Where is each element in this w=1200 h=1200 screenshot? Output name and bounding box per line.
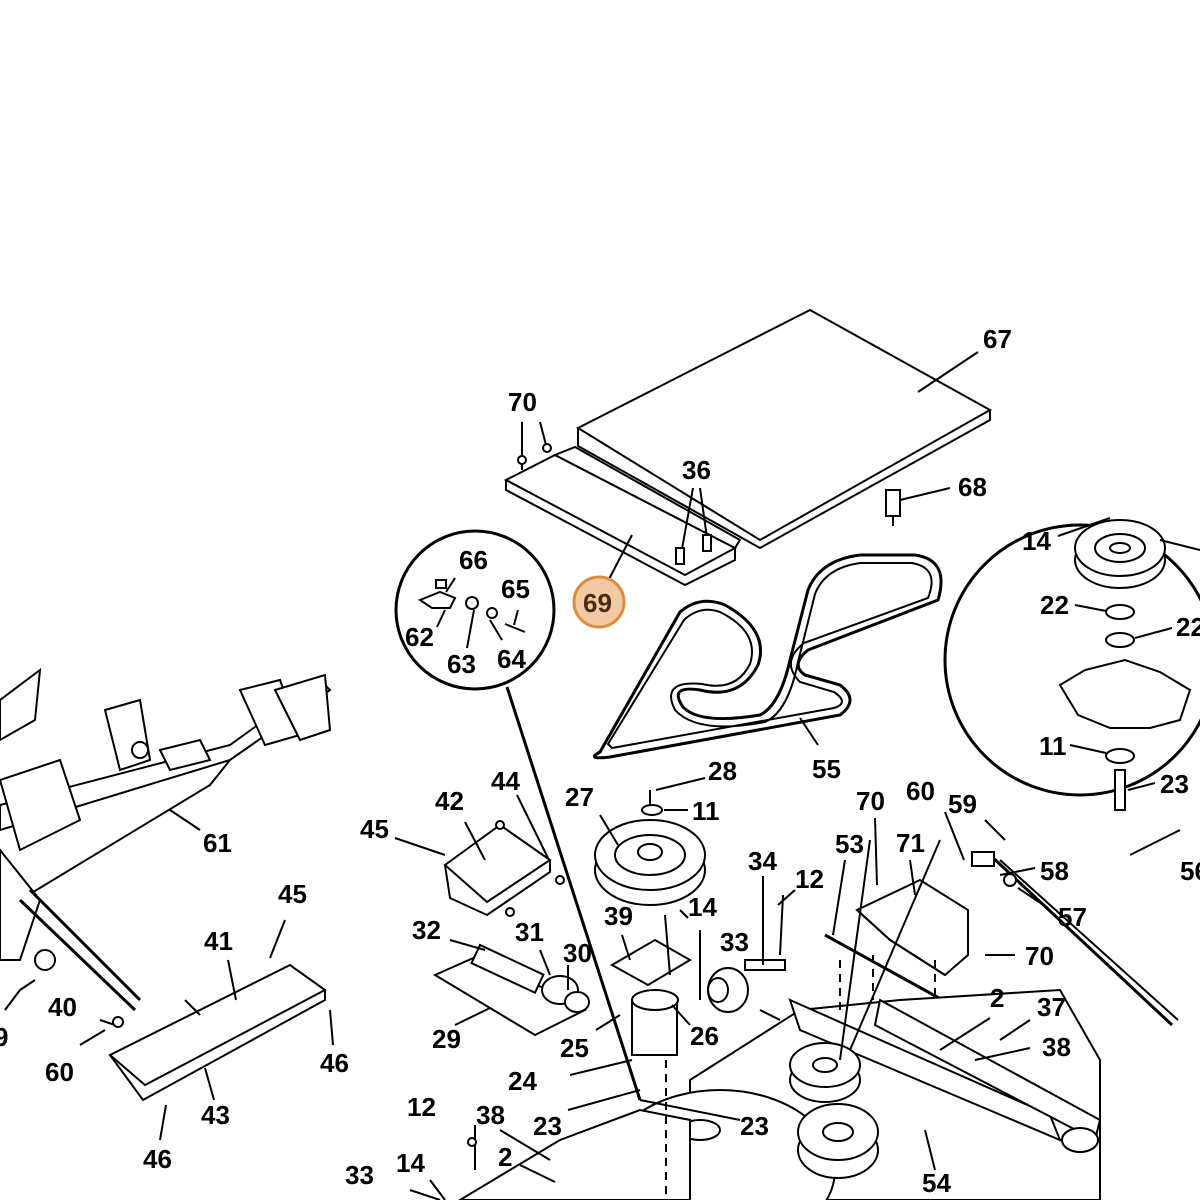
label-38: 38 — [476, 1100, 505, 1130]
label-14: 14 — [688, 892, 717, 922]
label-30: 30 — [563, 938, 592, 968]
label-56: 56 — [1180, 856, 1200, 886]
label-64: 64 — [497, 644, 526, 674]
label-39: 39 — [604, 901, 633, 931]
label-2: 2 — [990, 983, 1004, 1013]
label-34: 34 — [748, 846, 777, 876]
label-40: 40 — [48, 992, 77, 1022]
label-59: 59 — [948, 789, 977, 819]
label-29: 29 — [432, 1024, 461, 1054]
label-57: 57 — [1058, 902, 1087, 932]
label-45: 45 — [278, 879, 307, 909]
label-54: 54 — [922, 1168, 951, 1198]
idler-pulley-detail[interactable] — [1074, 519, 1166, 589]
label-23: 23 — [533, 1111, 562, 1141]
label-66: 66 — [459, 545, 488, 575]
idler-wheel-33[interactable] — [707, 959, 786, 1013]
label-22: 22 — [1040, 590, 1069, 620]
label-14: 14 — [396, 1148, 425, 1178]
label-60: 60 — [906, 776, 935, 806]
label-12: 12 — [407, 1092, 436, 1122]
label-68: 68 — [958, 472, 987, 502]
label-32: 32 — [412, 915, 441, 945]
label-71: 71 — [896, 828, 925, 858]
label-63: 63 — [447, 649, 476, 679]
label-70: 70 — [856, 786, 885, 816]
label-33: 33 — [345, 1160, 374, 1190]
label-45: 45 — [360, 814, 389, 844]
label-11: 11 — [692, 796, 720, 826]
label-2: 2 — [498, 1142, 512, 1172]
label-28: 28 — [708, 756, 737, 786]
detail-circle-latch — [394, 529, 556, 691]
plate-69[interactable] — [503, 445, 742, 587]
label-41: 41 — [204, 926, 233, 956]
label-26: 26 — [690, 1021, 719, 1051]
scraper-plate-41[interactable] — [108, 963, 327, 1102]
label-23: 23 — [740, 1111, 769, 1141]
label-36: 36 — [682, 455, 711, 485]
label-61: 61 — [203, 828, 232, 858]
label-46: 46 — [143, 1144, 172, 1174]
label-24: 24 — [508, 1066, 537, 1096]
label-65: 65 — [501, 574, 530, 604]
label-12: 12 — [795, 864, 824, 894]
highlight-marker-69[interactable]: 69 — [572, 575, 626, 629]
spindle-housing[interactable] — [609, 938, 692, 1056]
label-23: 23 — [1160, 769, 1189, 799]
mower-deck[interactable] — [458, 988, 1102, 1200]
belt-shield-71[interactable] — [855, 878, 969, 977]
label-31: 31 — [515, 917, 544, 947]
label-27: 27 — [565, 782, 594, 812]
label-37: 37 — [1037, 992, 1066, 1022]
label-25: 25 — [560, 1033, 589, 1063]
label-70: 70 — [1025, 941, 1054, 971]
label-33: 33 — [720, 927, 749, 957]
label-60: 60 — [45, 1057, 74, 1087]
pulley-27[interactable] — [594, 819, 706, 906]
label-42: 42 — [435, 786, 464, 816]
label-44: 44 — [491, 766, 520, 796]
cover-plate-67[interactable] — [575, 308, 993, 550]
label-70: 70 — [508, 387, 537, 417]
label-69: 69 — [583, 588, 612, 618]
label-46: 46 — [320, 1048, 349, 1078]
label-22: 22 — [1176, 612, 1200, 642]
label-58: 58 — [1040, 856, 1069, 886]
frame-61[interactable] — [0, 667, 332, 1012]
detail-circle-idler-pulley — [943, 523, 1200, 797]
scraper-plate-42[interactable] — [443, 823, 552, 917]
label-62: 62 — [405, 622, 434, 652]
label-55: 55 — [812, 754, 841, 784]
label-43: 43 — [201, 1100, 230, 1130]
label-67: 67 — [983, 324, 1012, 354]
label-14: 14 — [1022, 526, 1051, 556]
belt-55[interactable] — [592, 553, 943, 760]
label-53: 53 — [835, 829, 864, 859]
label-11: 11 — [1039, 731, 1067, 761]
label-38: 38 — [1042, 1032, 1071, 1062]
label-9: 9 — [0, 1022, 8, 1052]
